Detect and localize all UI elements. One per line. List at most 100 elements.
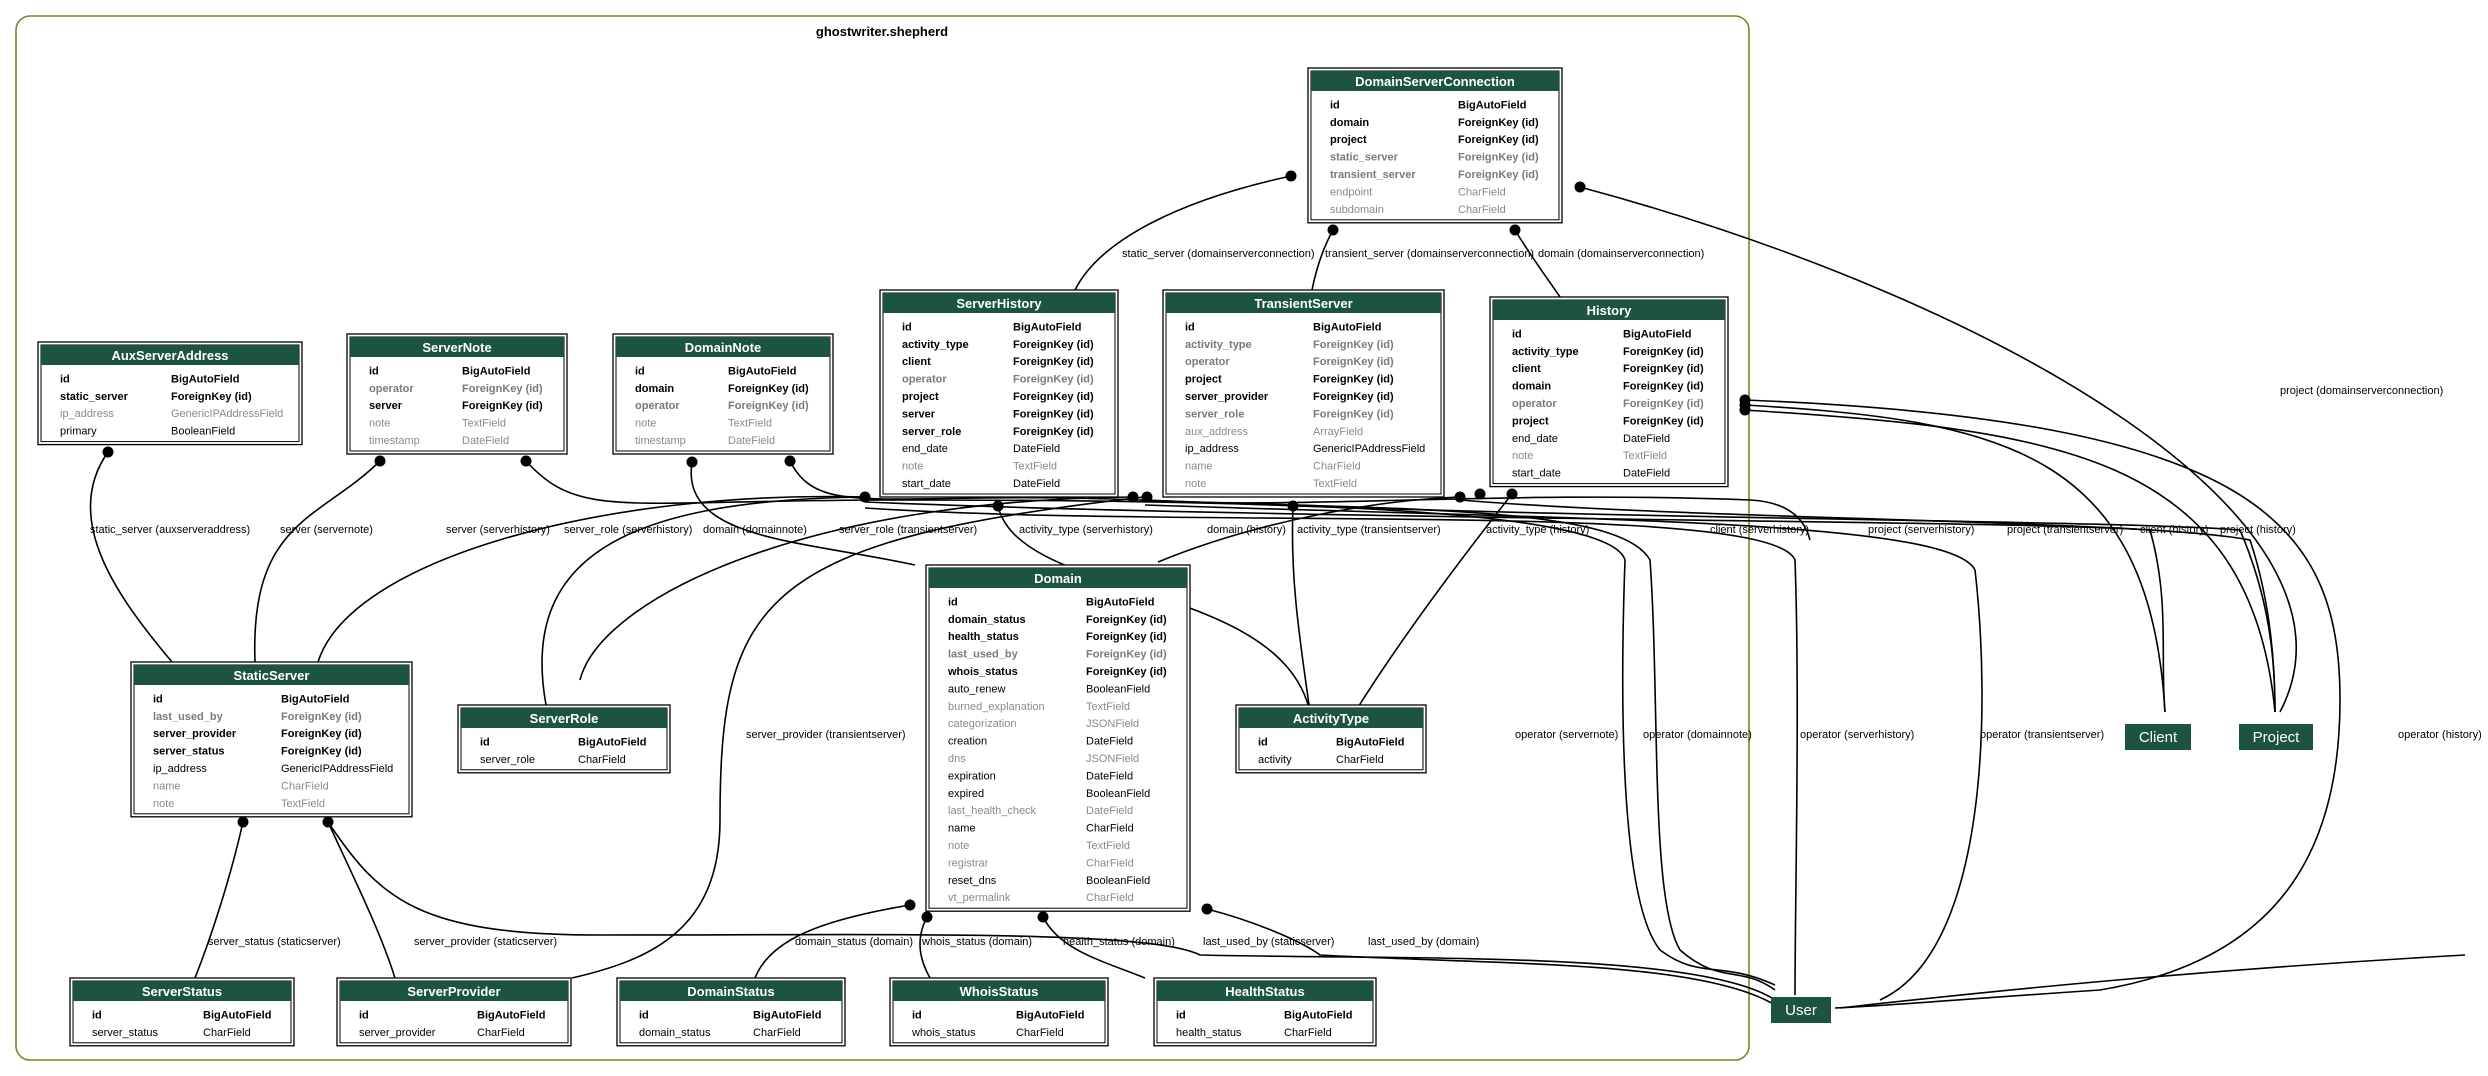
field-type: DateField bbox=[1086, 736, 1133, 748]
table-header bbox=[1311, 71, 1559, 91]
external-node-box bbox=[2125, 724, 2191, 750]
field-type: ForeignKey (id) bbox=[462, 400, 543, 412]
table-title: DomainStatus bbox=[687, 984, 774, 999]
edge-label: server (serverhistory) bbox=[446, 524, 550, 536]
field-type: GenericIPAddressField bbox=[171, 408, 283, 420]
edge-health-status-domain bbox=[1042, 916, 1146, 979]
field-type: JSONField bbox=[1086, 753, 1139, 765]
edge-last-used-by-domain bbox=[1206, 908, 1776, 1006]
field-name: operator bbox=[635, 400, 680, 412]
field-name: note bbox=[948, 840, 969, 852]
field-name: creation bbox=[948, 736, 987, 748]
field-type: TextField bbox=[1623, 450, 1667, 462]
table-title: TransientServer bbox=[1254, 296, 1352, 311]
field-type: BigAutoField bbox=[1336, 736, 1404, 748]
table-frame bbox=[130, 661, 413, 818]
edge-server-serverhistory bbox=[317, 495, 866, 663]
field-name: start_date bbox=[1512, 468, 1561, 480]
table-title: DomainServerConnection bbox=[1355, 74, 1515, 89]
field-type: CharField bbox=[1086, 857, 1134, 869]
table-frame bbox=[879, 289, 1119, 498]
field-name: timestamp bbox=[635, 435, 686, 447]
field-name: project bbox=[1330, 134, 1367, 146]
edge-label: operator (history) bbox=[2398, 729, 2482, 741]
edge-label: health_status (domain) bbox=[1063, 936, 1175, 948]
field-name: server_role bbox=[1185, 408, 1244, 420]
edge-label: server_role (transientserver) bbox=[839, 524, 977, 536]
field-name: id bbox=[480, 736, 490, 748]
field-type: CharField bbox=[1086, 892, 1134, 904]
field-type: BigAutoField bbox=[578, 736, 646, 748]
field-type: BigAutoField bbox=[203, 1009, 271, 1021]
edge-dot bbox=[102, 446, 114, 458]
edge-label-layer: static_server (domainserverconnection)tr… bbox=[90, 248, 2482, 948]
field-type: BigAutoField bbox=[1313, 321, 1381, 333]
field-name: id bbox=[912, 1009, 922, 1021]
cluster-title: ghostwriter.shepherd bbox=[816, 24, 948, 39]
table-frame bbox=[1162, 289, 1445, 498]
field-type: CharField bbox=[1458, 204, 1506, 216]
table-frame bbox=[1307, 67, 1563, 224]
edge-label: operator (transientserver) bbox=[1980, 729, 2104, 741]
field-name: activity_type bbox=[1185, 339, 1252, 351]
field-type: CharField bbox=[477, 1027, 525, 1039]
field-name: server_provider bbox=[359, 1027, 436, 1039]
field-type: ForeignKey (id) bbox=[1313, 391, 1394, 403]
field-type: ForeignKey (id) bbox=[1458, 152, 1539, 164]
field-name: server bbox=[369, 400, 403, 412]
field-type: BigAutoField bbox=[1013, 321, 1081, 333]
field-name: id bbox=[1185, 321, 1195, 333]
field-type: BigAutoField bbox=[1458, 99, 1526, 111]
edge-transient-server-dsc bbox=[1311, 229, 1334, 291]
edge-label: operator (domainnote) bbox=[1643, 729, 1752, 741]
field-type: ForeignKey (id) bbox=[1313, 408, 1394, 420]
external-node-project: Project bbox=[2239, 724, 2313, 750]
edge-dot bbox=[1327, 224, 1339, 236]
edge-dot bbox=[1141, 491, 1153, 503]
edge-label: domain (history) bbox=[1207, 524, 1286, 536]
edge-label: project (transientserver) bbox=[2007, 524, 2123, 536]
field-name: end_date bbox=[1512, 433, 1558, 445]
field-name: domain bbox=[635, 383, 674, 395]
external-node-client: Client bbox=[2125, 724, 2191, 750]
edge-label: activity_type (transientserver) bbox=[1297, 524, 1441, 536]
field-type: CharField bbox=[203, 1027, 251, 1039]
field-type: ForeignKey (id) bbox=[1458, 117, 1539, 129]
table-header bbox=[1157, 981, 1373, 1001]
table-title: WhoisStatus bbox=[960, 984, 1039, 999]
edge-label: client (serverhistory) bbox=[1710, 524, 1809, 536]
field-name: server bbox=[902, 408, 936, 420]
edge-label: server (servernote) bbox=[280, 524, 373, 536]
field-type: TextField bbox=[281, 798, 325, 810]
edge-label: operator (servernote) bbox=[1515, 729, 1618, 741]
field-type: ForeignKey (id) bbox=[281, 746, 362, 758]
field-type: BigAutoField bbox=[477, 1009, 545, 1021]
field-type: ForeignKey (id) bbox=[1313, 356, 1394, 368]
field-type: GenericIPAddressField bbox=[281, 763, 393, 775]
edge-activity-type-transientserver bbox=[1291, 505, 1311, 713]
table-header bbox=[616, 337, 830, 357]
field-type: TextField bbox=[728, 418, 772, 430]
field-name: note bbox=[1512, 450, 1533, 462]
field-type: ForeignKey (id) bbox=[1013, 339, 1094, 351]
edge-static-server-dsc bbox=[1074, 175, 1292, 291]
field-type: BigAutoField bbox=[728, 365, 796, 377]
edge-dot bbox=[1454, 491, 1466, 503]
field-name: name bbox=[1185, 461, 1213, 473]
edge-last-used-by-staticserver bbox=[327, 821, 1776, 1001]
table-title: ServerProvider bbox=[407, 984, 500, 999]
field-name: categorization bbox=[948, 718, 1017, 730]
field-name: transient_server bbox=[1330, 169, 1416, 181]
field-type: ArrayField bbox=[1313, 426, 1363, 438]
field-name: server_status bbox=[153, 746, 225, 758]
field-name: project bbox=[902, 391, 939, 403]
field-name: id bbox=[1258, 736, 1268, 748]
edge-dot bbox=[1574, 181, 1586, 193]
field-name: id bbox=[92, 1009, 102, 1021]
